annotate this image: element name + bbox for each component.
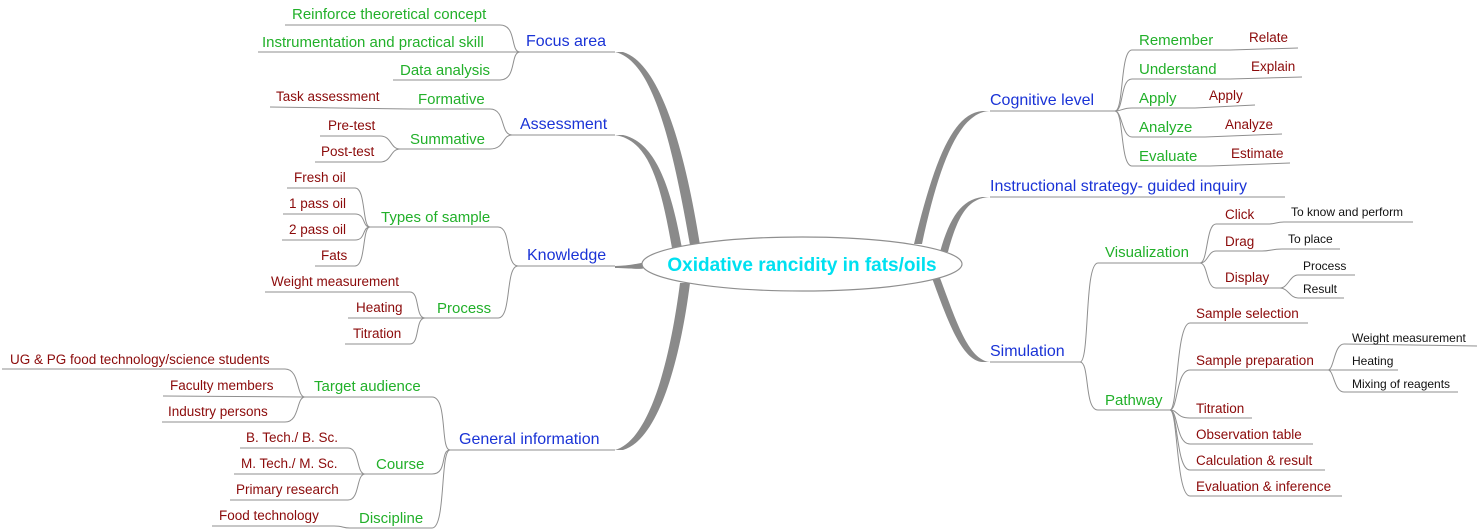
trunk-general-information — [615, 283, 690, 450]
node-formative[interactable]: Formative — [418, 91, 485, 108]
leaf-1-pass-oil[interactable]: 1 pass oil — [289, 196, 346, 211]
leaf-observation-table[interactable]: Observation table — [1196, 427, 1302, 442]
branch-assessment: Assessment Formative Task assessment Sum… — [276, 89, 608, 159]
node-focus-area[interactable]: Focus area — [526, 33, 606, 50]
trunk-cognitive-level — [914, 111, 990, 244]
leaf-calculation-result[interactable]: Calculation & result — [1196, 453, 1313, 468]
leaf-result[interactable]: Result — [1303, 282, 1338, 296]
leaf-faculty-members[interactable]: Faculty members — [170, 378, 274, 393]
leaf-sample-selection[interactable]: Sample selection — [1196, 306, 1299, 321]
branch-cognitive-level: Cognitive level Remember Relate Understa… — [990, 30, 1295, 165]
node-apply[interactable]: Apply — [1139, 90, 1177, 107]
leaf-process[interactable]: Process — [1303, 259, 1346, 273]
leaf-evaluation-inference[interactable]: Evaluation & inference — [1196, 479, 1331, 494]
node-types-of-sample[interactable]: Types of sample — [381, 209, 490, 226]
connector-lines — [2, 24, 1477, 529]
central-node[interactable]: Oxidative rancidity in fats/oils — [641, 236, 963, 292]
leaf-prep-heating[interactable]: Heating — [1352, 354, 1393, 368]
leaf-analyze-verb[interactable]: Analyze — [1225, 117, 1273, 132]
leaf-pre-test[interactable]: Pre-test — [328, 118, 376, 133]
branch-general-information: General information Target audience UG &… — [10, 352, 600, 527]
branch-knowledge: Knowledge Types of sample Fresh oil 1 pa… — [271, 170, 606, 341]
node-click[interactable]: Click — [1225, 207, 1254, 222]
leaf-pathway-titration[interactable]: Titration — [1196, 401, 1244, 416]
leaf-apply-verb[interactable]: Apply — [1209, 88, 1243, 103]
node-understand[interactable]: Understand — [1139, 61, 1217, 78]
leaf-primary-research[interactable]: Primary research — [236, 482, 339, 497]
leaf-heating[interactable]: Heating — [356, 300, 403, 315]
leaf-prep-mixing-of-reagents[interactable]: Mixing of reagents — [1352, 377, 1450, 391]
node-display[interactable]: Display — [1225, 270, 1270, 285]
trunk-assessment — [615, 135, 682, 248]
leaf-instrumentation-practical-skill[interactable]: Instrumentation and practical skill — [262, 34, 484, 51]
node-general-information[interactable]: General information — [459, 431, 600, 448]
node-cognitive-level[interactable]: Cognitive level — [990, 92, 1094, 109]
node-course[interactable]: Course — [376, 456, 424, 473]
node-remember[interactable]: Remember — [1139, 32, 1213, 49]
trunk-knowledge — [615, 262, 646, 269]
node-summative[interactable]: Summative — [410, 131, 485, 148]
branch-instructional-strategy: Instructional strategy- guided inquiry — [990, 178, 1247, 195]
trunk-simulation — [932, 278, 990, 362]
leaf-food-technology[interactable]: Food technology — [219, 508, 319, 523]
node-pathway[interactable]: Pathway — [1105, 392, 1163, 409]
central-node-ellipse — [641, 236, 963, 292]
leaf-2-pass-oil[interactable]: 2 pass oil — [289, 222, 346, 237]
node-knowledge[interactable]: Knowledge — [527, 247, 606, 264]
leaf-prep-weight-measurement[interactable]: Weight measurement — [1352, 331, 1466, 345]
node-visualization[interactable]: Visualization — [1105, 244, 1189, 261]
node-evaluate[interactable]: Evaluate — [1139, 148, 1197, 165]
leaf-relate[interactable]: Relate — [1249, 30, 1288, 45]
central-node-label: Oxidative rancidity in fats/oils — [667, 255, 936, 276]
trunk-instructional-strategy — [940, 197, 990, 252]
node-sample-preparation[interactable]: Sample preparation — [1196, 353, 1314, 368]
main-trunks — [615, 52, 990, 450]
leaf-industry-persons[interactable]: Industry persons — [168, 404, 268, 419]
leaf-explain[interactable]: Explain — [1251, 59, 1295, 74]
leaf-btech-bsc[interactable]: B. Tech./ B. Sc. — [246, 430, 338, 445]
node-assessment[interactable]: Assessment — [520, 116, 608, 133]
leaf-to-place[interactable]: To place — [1288, 232, 1333, 246]
leaf-reinforce-theoretical-concept[interactable]: Reinforce theoretical concept — [292, 6, 487, 23]
leaf-fats[interactable]: Fats — [321, 248, 348, 263]
leaf-task-assessment[interactable]: Task assessment — [276, 89, 380, 104]
leaf-fresh-oil[interactable]: Fresh oil — [294, 170, 346, 185]
node-drag[interactable]: Drag — [1225, 234, 1254, 249]
node-analyze[interactable]: Analyze — [1139, 119, 1192, 136]
leaf-to-know-and-perform[interactable]: To know and perform — [1291, 205, 1403, 219]
node-simulation[interactable]: Simulation — [990, 343, 1065, 360]
leaf-data-analysis[interactable]: Data analysis — [400, 62, 490, 79]
node-process[interactable]: Process — [437, 300, 491, 317]
node-instructional-strategy[interactable]: Instructional strategy- guided inquiry — [990, 178, 1247, 195]
node-target-audience[interactable]: Target audience — [314, 378, 421, 395]
leaf-ug-pg-students[interactable]: UG & PG food technology/science students — [10, 352, 270, 367]
trunk-focus-area — [615, 52, 700, 245]
branch-simulation: Simulation Visualization Click To know a… — [990, 205, 1466, 494]
leaf-mtech-msc[interactable]: M. Tech./ M. Sc. — [241, 456, 338, 471]
branch-focus-area: Focus area Reinforce theoretical concept… — [262, 6, 606, 79]
leaf-estimate[interactable]: Estimate — [1231, 146, 1284, 161]
node-discipline[interactable]: Discipline — [359, 510, 423, 527]
leaf-titration[interactable]: Titration — [353, 326, 401, 341]
leaf-weight-measurement[interactable]: Weight measurement — [271, 274, 399, 289]
leaf-post-test[interactable]: Post-test — [321, 144, 375, 159]
